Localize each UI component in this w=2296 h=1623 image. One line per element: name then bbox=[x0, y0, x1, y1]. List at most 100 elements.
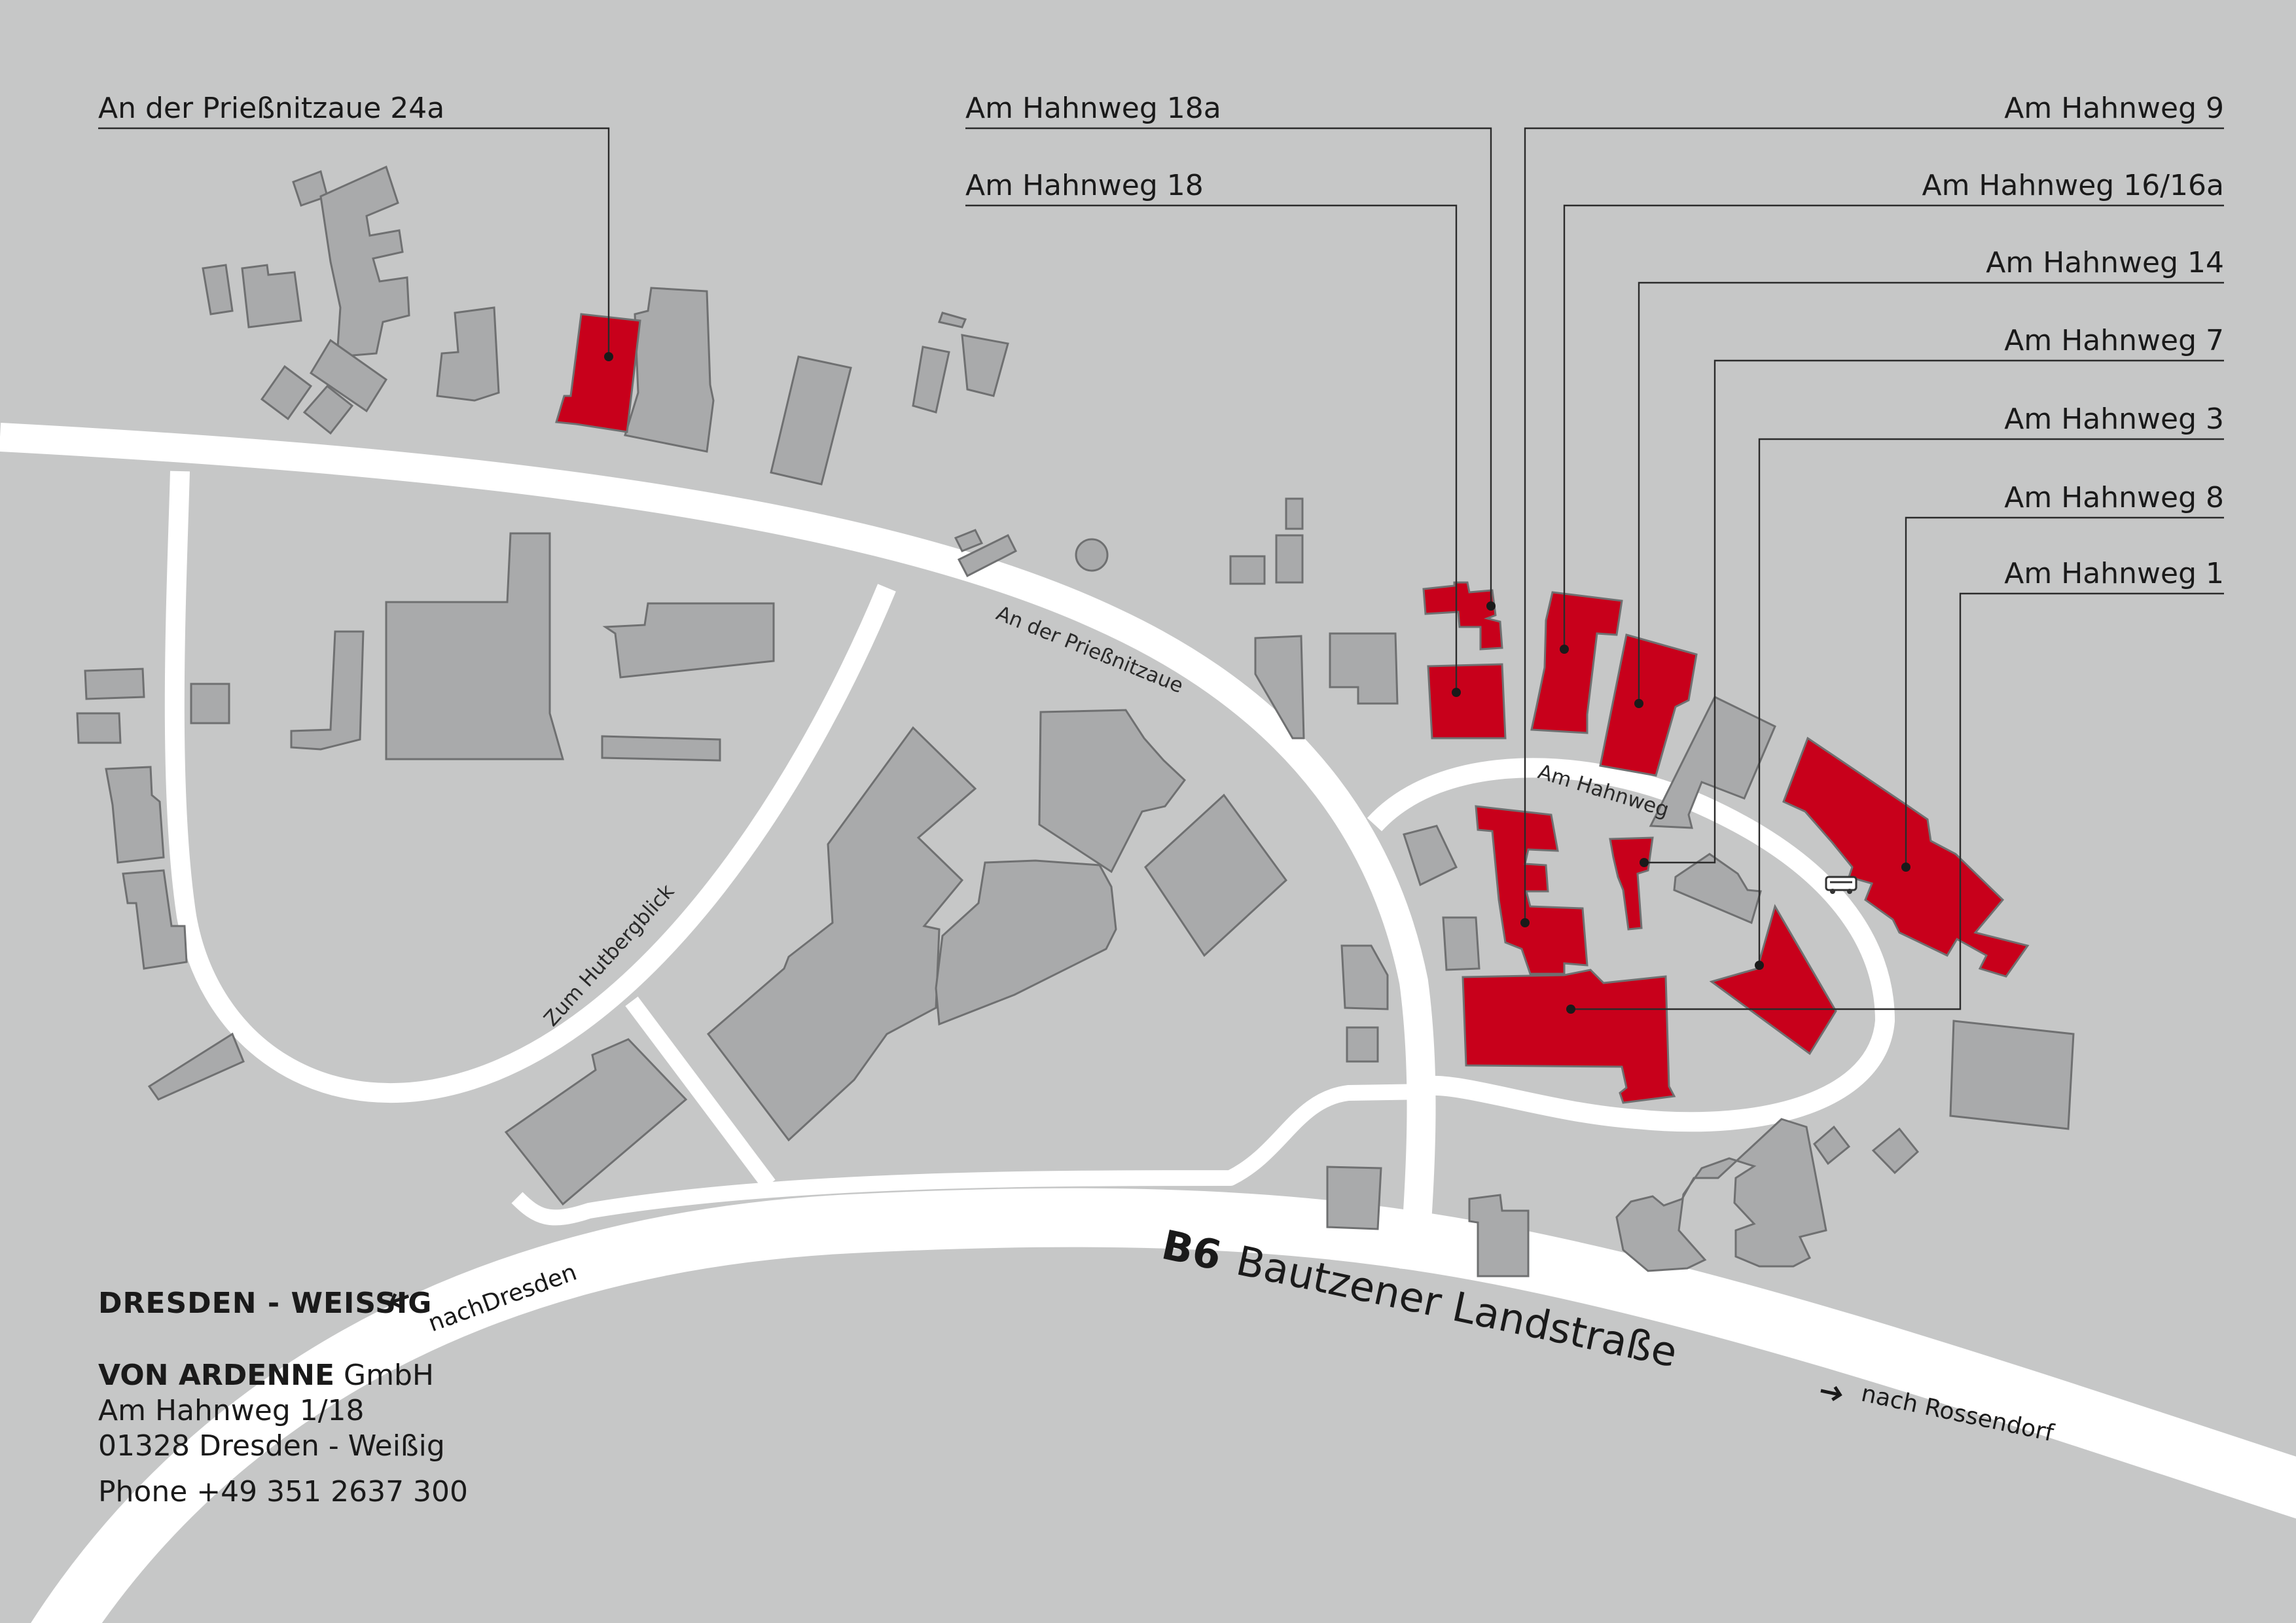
address-labels: An der Prießnitzaue 24a Am Hahnweg 18a A… bbox=[98, 92, 2224, 590]
building bbox=[436, 306, 500, 402]
leader-am-hahnweg-16 bbox=[1563, 204, 2224, 649]
building bbox=[938, 312, 967, 329]
building-am-hahnweg-18a bbox=[1422, 581, 1503, 651]
label-am-hahnweg-9: Am Hahnweg 9 bbox=[2004, 92, 2224, 125]
building bbox=[1340, 944, 1389, 1010]
label-am-hahnweg-3: Am Hahnweg 3 bbox=[2004, 402, 2224, 436]
company-info: DRESDEN - WEISSIG VON ARDENNE GmbH Am Ha… bbox=[98, 1286, 468, 1510]
building bbox=[1038, 709, 1187, 874]
building bbox=[961, 334, 1009, 397]
building bbox=[1649, 695, 1776, 829]
building bbox=[1871, 1127, 1920, 1175]
road-diagonal-link bbox=[625, 996, 776, 1190]
building bbox=[319, 165, 410, 358]
road-am-hahnweg-loop bbox=[1367, 758, 1895, 1132]
marker-dot bbox=[604, 352, 613, 361]
building bbox=[1949, 1020, 2075, 1130]
building bbox=[122, 869, 188, 970]
building bbox=[290, 630, 365, 751]
building bbox=[935, 859, 1117, 1026]
label-am-hahnweg-16: Am Hahnweg 16/16a bbox=[1922, 169, 2224, 202]
company-name-strong: VON ARDENNE bbox=[98, 1359, 335, 1392]
marker-dot bbox=[1520, 918, 1530, 927]
leader-am-hahnweg-7 bbox=[1644, 359, 2224, 864]
building bbox=[190, 683, 230, 724]
arrow-right-icon bbox=[1820, 1386, 1842, 1402]
building bbox=[76, 712, 122, 744]
building bbox=[1275, 534, 1304, 584]
building-am-hahnweg-16 bbox=[1530, 591, 1623, 734]
building-am-hahnweg-18 bbox=[1427, 663, 1507, 740]
marker-dot bbox=[1486, 601, 1496, 611]
building bbox=[624, 287, 715, 453]
company-suffix: GmbH bbox=[344, 1359, 435, 1392]
building bbox=[1403, 825, 1458, 887]
leader-am-hahnweg-14 bbox=[1638, 281, 2224, 704]
building bbox=[706, 726, 977, 1142]
bus-icon bbox=[1825, 876, 1857, 894]
building bbox=[302, 384, 354, 435]
leader-am-hahnweg-1 bbox=[1571, 592, 2224, 1010]
address-postal: 01328 Dresden - Weißig bbox=[98, 1429, 445, 1463]
company-name: VON ARDENNE GmbH bbox=[98, 1358, 468, 1393]
road-service-lower bbox=[511, 1084, 1427, 1226]
building-am-hahnweg-9 bbox=[1475, 805, 1588, 975]
building bbox=[1326, 1166, 1382, 1230]
marker-dot bbox=[1755, 961, 1764, 970]
buildings-other bbox=[76, 165, 2075, 1277]
building bbox=[957, 533, 1018, 578]
label-am-hahnweg-8: Am Hahnweg 8 bbox=[2004, 481, 2224, 514]
label-am-hahnweg-1: Am Hahnweg 1 bbox=[2004, 557, 2224, 590]
roads bbox=[0, 423, 2296, 1623]
building bbox=[1254, 635, 1305, 740]
building bbox=[385, 532, 564, 760]
label-am-hahnweg-14: Am Hahnweg 14 bbox=[1986, 246, 2224, 279]
building bbox=[1144, 793, 1288, 957]
address-street: Am Hahnweg 1/18 bbox=[98, 1394, 365, 1427]
building bbox=[504, 1038, 688, 1206]
label-am-hahnweg-18a: Am Hahnweg 18a bbox=[965, 92, 1221, 125]
marker-dot bbox=[1452, 688, 1461, 697]
building-am-hahnweg-14 bbox=[1599, 633, 1698, 777]
building bbox=[260, 365, 313, 421]
arrow-left-icon bbox=[389, 1293, 410, 1308]
building bbox=[601, 735, 721, 762]
leader-lines bbox=[98, 127, 2224, 1014]
building bbox=[1615, 1118, 1827, 1272]
building bbox=[147, 1032, 245, 1101]
building bbox=[1468, 1194, 1530, 1277]
marker-dot bbox=[1566, 1005, 1575, 1014]
building bbox=[84, 668, 145, 700]
leader-am-hahnweg-8 bbox=[1905, 516, 2224, 867]
building bbox=[954, 529, 984, 552]
building bbox=[602, 602, 775, 679]
leader-an-der-priessnitzaue-24a bbox=[98, 127, 610, 357]
buildings-von-ardenne bbox=[555, 313, 2030, 1104]
road-b6-bautzener-landstrasse bbox=[31, 1188, 2296, 1623]
leader-am-hahnweg-3 bbox=[1758, 438, 2224, 965]
building bbox=[1812, 1125, 1851, 1166]
building bbox=[1346, 1026, 1379, 1063]
building bbox=[912, 346, 950, 414]
label-am-hahnweg-18: Am Hahnweg 18 bbox=[965, 169, 1204, 202]
city-title: DRESDEN - WEISSIG bbox=[98, 1287, 433, 1320]
road-zum-hutbergblick bbox=[164, 471, 896, 1103]
building bbox=[1442, 916, 1480, 971]
building-am-hahnweg-3 bbox=[1709, 904, 1837, 1056]
marker-dot bbox=[1640, 858, 1649, 867]
building bbox=[309, 338, 388, 413]
marker-dot bbox=[1634, 699, 1643, 708]
building bbox=[202, 264, 234, 315]
label-an-der-priessnitzaue-24a: An der Prießnitzaue 24a bbox=[98, 92, 444, 125]
building bbox=[1229, 555, 1266, 585]
building bbox=[105, 766, 165, 864]
road-an-der-priessnitzaue bbox=[0, 423, 1436, 1271]
label-am-hahnweg-7: Am Hahnweg 7 bbox=[2004, 324, 2224, 357]
building bbox=[241, 264, 302, 329]
marker-dot bbox=[1901, 863, 1910, 872]
building bbox=[1329, 632, 1399, 705]
building-round bbox=[1075, 538, 1109, 572]
building bbox=[1285, 497, 1304, 530]
leader-am-hahnweg-9 bbox=[1524, 127, 2224, 923]
